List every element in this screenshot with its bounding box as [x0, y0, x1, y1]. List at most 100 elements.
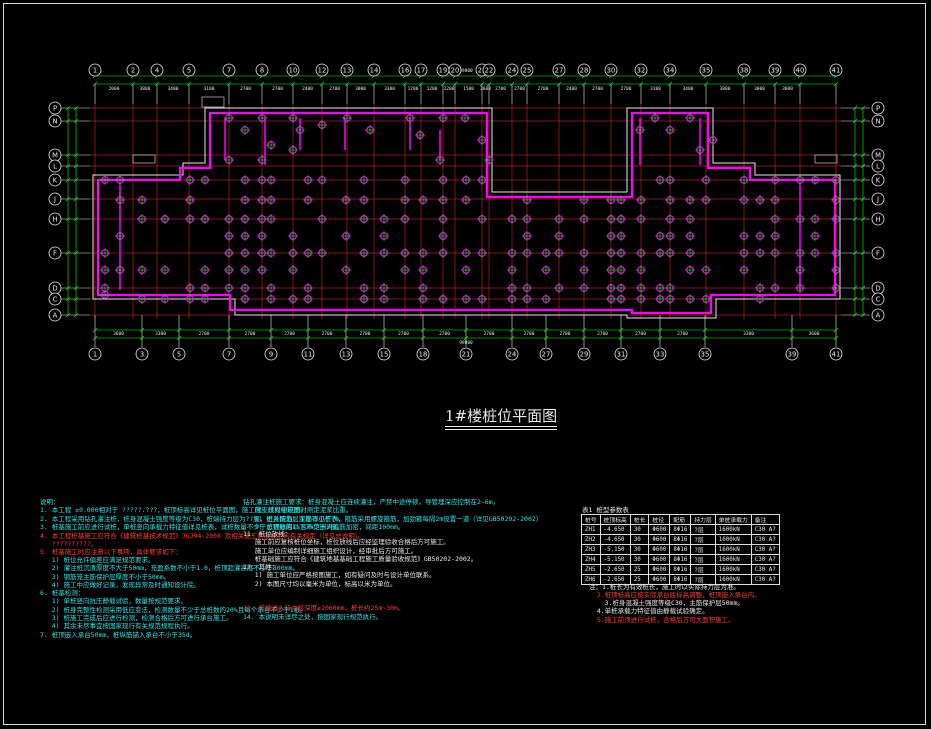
axis-bottom-label: 21: [462, 351, 471, 359]
drawing-border: [3, 3, 926, 725]
dimension-text-top: 2700: [514, 86, 525, 92]
pile-table-cell: 1600kN: [714, 554, 752, 565]
dimension-tick: [852, 196, 858, 202]
axis-top-label: 35: [702, 67, 711, 75]
axis-bottom-bubble: [264, 347, 278, 361]
axis-top-label: 34: [666, 67, 675, 75]
axis-top-bubble: [448, 63, 462, 77]
dimension-tick: [65, 296, 71, 302]
pile-table-cell: ?层: [690, 554, 716, 565]
pile-table-cell: C30 A?: [750, 534, 780, 545]
pile-table-note-2: 2.桩顶标高应按实际承台底标高调整，桩顶嵌入承台内。: [589, 591, 761, 599]
axis-top-bubble: [577, 63, 591, 77]
dimension-text-top: 1200: [427, 86, 438, 92]
dimension-tick: [226, 81, 232, 87]
dimension-tick: [65, 177, 71, 183]
dimension-text-bottom: 3300: [743, 331, 754, 337]
axis-bottom-label: 41: [832, 351, 841, 359]
notes-middle-block-2: 11. 桩位放线： 施工前应复核桩位坐标，桩位放线后应经监理验收合格后方可施工。…: [243, 530, 478, 588]
dimension-text-bottom: 3600: [809, 331, 820, 337]
pile-table-cell: -2.650: [599, 574, 631, 585]
pile-table-cell: 桩顶标高: [599, 514, 631, 525]
pile-table-cell: 单桩承载力: [714, 514, 752, 525]
dimension-tick: [638, 81, 644, 87]
axis-top-label: 30: [607, 67, 616, 75]
axis-top-label: 22: [485, 67, 494, 75]
axis-top-bubble: [829, 63, 843, 77]
dimension-tick: [852, 312, 858, 318]
axis-left-bubble: [48, 292, 62, 306]
drawing-title-block: 1#楼桩位平面图: [445, 405, 558, 430]
axis-right-label: H: [875, 216, 880, 224]
dimension-tick: [524, 81, 530, 87]
dimension-text-bottom: 3600: [113, 331, 124, 337]
dimension-tick: [860, 250, 866, 256]
pile-table-cell: ZH1: [581, 524, 601, 535]
pile-table-cell: ?层: [690, 534, 716, 545]
dimension-text-top: 2700: [272, 86, 283, 92]
dimension-tick: [741, 81, 747, 87]
axis-bottom-label: 35: [701, 351, 710, 359]
dimension-text-top: 2400: [566, 86, 577, 92]
pile-table-cell: Φ600: [648, 544, 671, 555]
dimension-tick: [543, 335, 549, 341]
axis-bottom-bubble: [829, 347, 843, 361]
axis-bottom-bubble: [416, 347, 430, 361]
axis-top-bubble: [315, 63, 329, 77]
notes-left-block-2: 1) 桩位允许偏差应满足规范要求。 2) 灌注桩沉渣厚度不大于50mm，充盈系数…: [40, 556, 307, 639]
axis-bottom-bubble: [339, 347, 353, 361]
dimension-tick: [65, 250, 71, 256]
dimension-tick: [420, 335, 426, 341]
dimension-tick: [73, 285, 79, 291]
axis-bottom-bubble: [785, 347, 799, 361]
axis-top-bubble: [604, 63, 618, 77]
axis-top-label: 28: [580, 67, 589, 75]
pile-table-cell: Φ600: [648, 534, 671, 545]
dimension-tick: [789, 335, 795, 341]
dimension-text-top: 3400: [683, 86, 694, 92]
dimension-text-top: 2700: [329, 86, 340, 92]
dimension-tick: [657, 327, 663, 333]
pile-table-cell: -2.650: [599, 564, 631, 575]
axis-bottom-bubble: [577, 347, 591, 361]
dimension-tick: [852, 118, 858, 124]
axis-left-label: H: [52, 216, 57, 224]
dimension-tick: [860, 216, 866, 222]
axis-bottom-bubble: [459, 347, 473, 361]
dimension-tick: [852, 105, 858, 111]
pile-table-cell: Φ600: [648, 554, 671, 565]
axis-top-label: 7: [227, 67, 231, 75]
pile-table-cell: 1600kN: [714, 544, 752, 555]
dimension-tick: [73, 296, 79, 302]
axis-top-bubble: [414, 63, 428, 77]
axis-bottom-label: 7: [227, 351, 231, 359]
dimension-tick: [139, 335, 145, 341]
pile-table-cell: C30 A?: [750, 554, 780, 565]
dimension-tick: [65, 285, 71, 291]
dimension-tick: [852, 250, 858, 256]
dimension-tick: [65, 118, 71, 124]
pile-table-header: 桩号桩顶标高桩长桩径配筋持力层单桩承载力备注: [581, 514, 780, 525]
axis-bottom-bubble: [88, 347, 102, 361]
axis-top-bubble: [340, 63, 354, 77]
axis-top-label: 1: [93, 67, 97, 75]
axis-top-label: 16: [401, 67, 410, 75]
dimension-tick: [268, 327, 274, 333]
dimension-text-bottom: 2700: [677, 331, 688, 337]
dimension-tick: [420, 327, 426, 333]
axis-right-label: P: [876, 105, 880, 113]
axis-right-bubble: [871, 308, 885, 322]
dimension-tick: [860, 196, 866, 202]
dimension-text-bottom: 2700: [360, 331, 371, 337]
dimension-text-bottom: 2700: [484, 331, 495, 337]
overall-dimension-bottom: 99800: [459, 340, 473, 346]
dimension-tick: [92, 81, 98, 87]
dimension-tick: [452, 81, 458, 87]
axis-left-label: M: [52, 152, 58, 160]
axis-bottom-label: 3: [140, 351, 144, 359]
pile-table-cell: -5.150: [599, 554, 631, 565]
dimension-tick: [581, 327, 587, 333]
